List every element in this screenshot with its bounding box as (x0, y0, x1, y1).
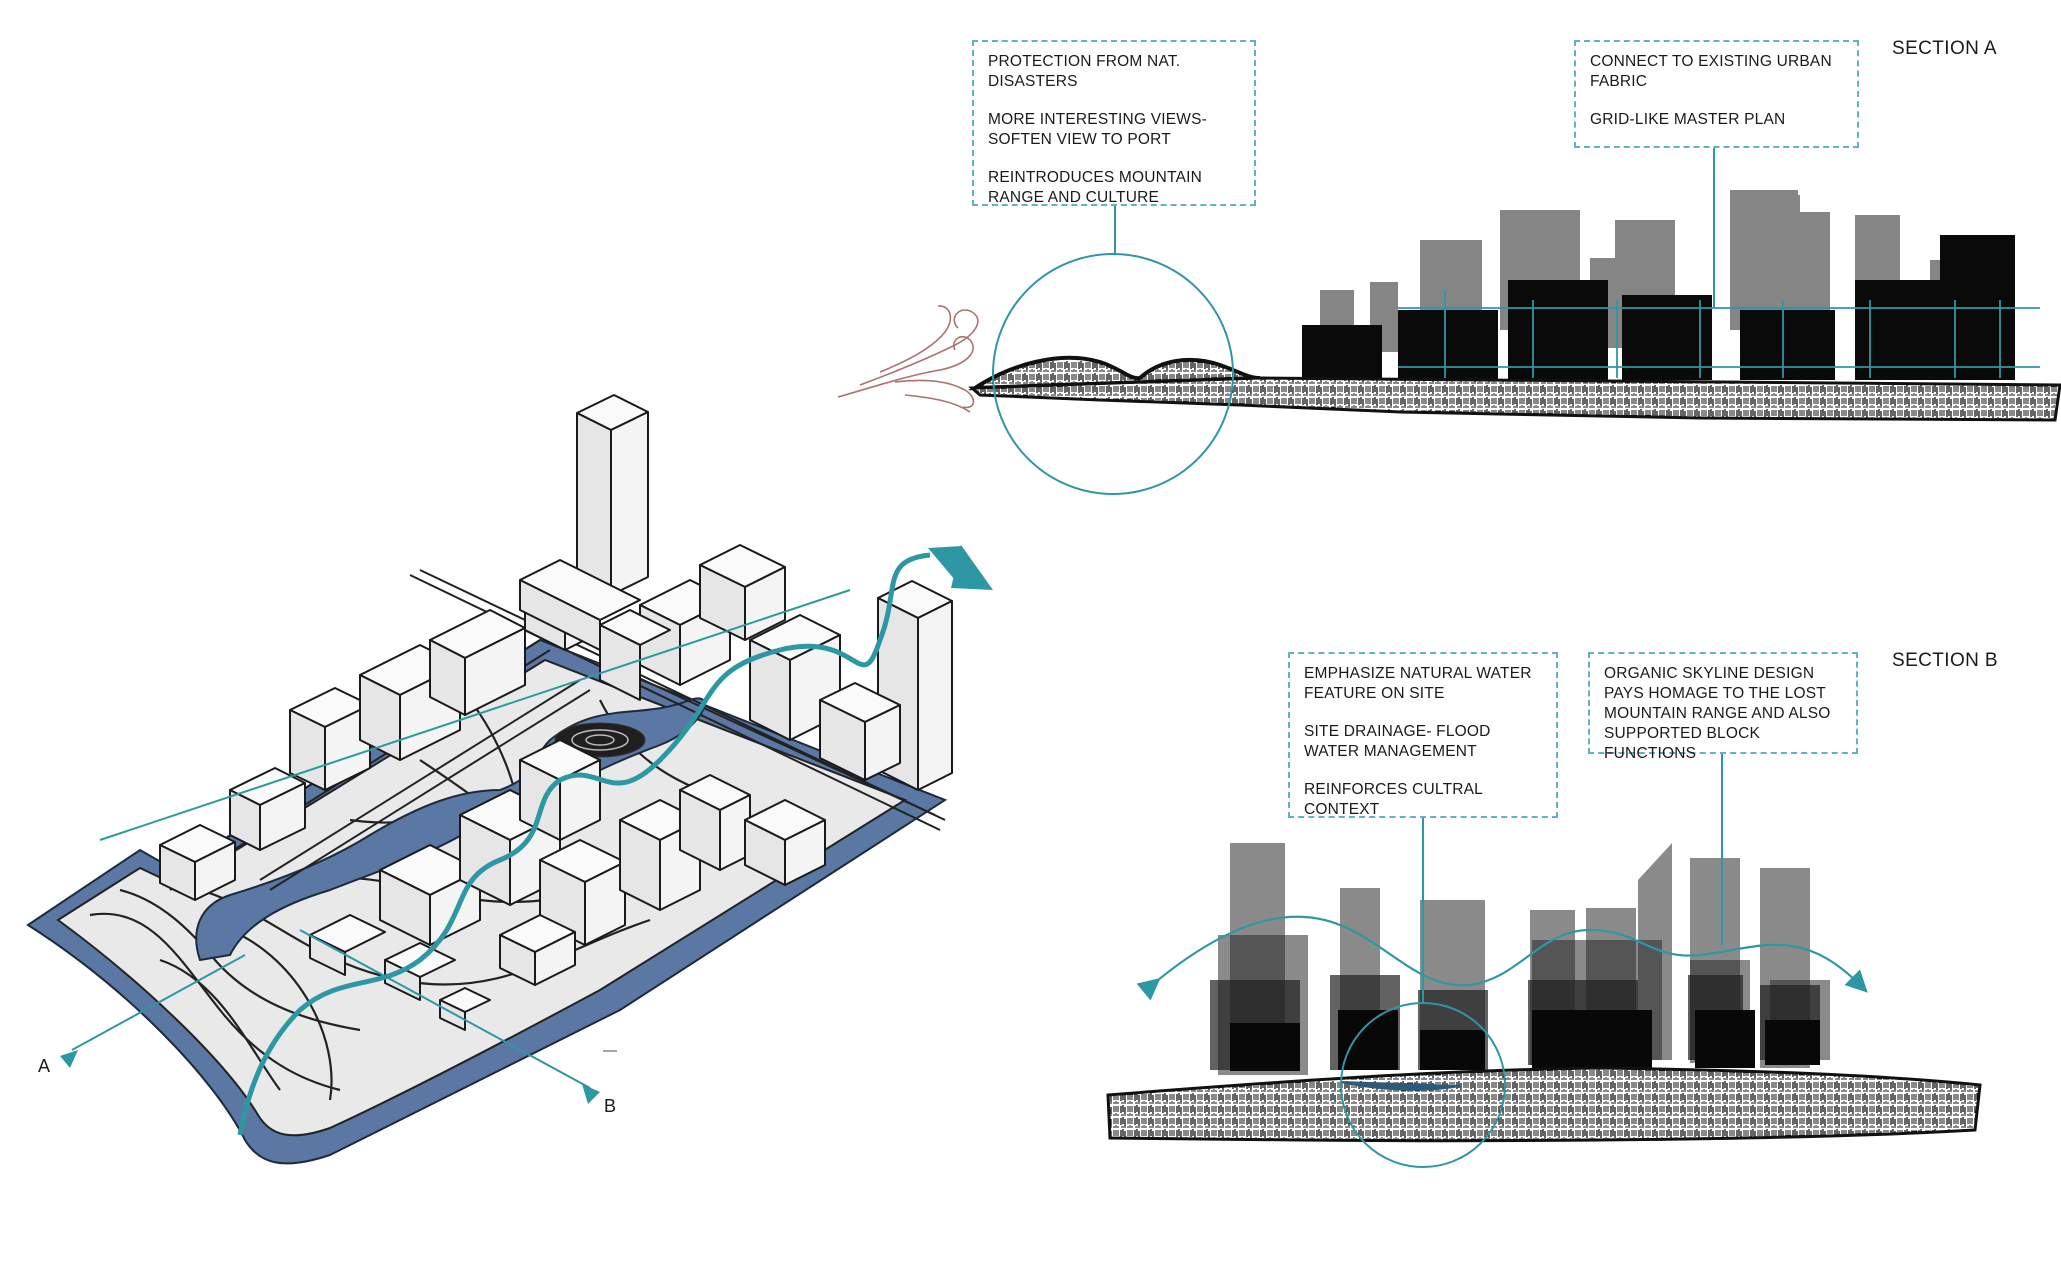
section-b-note-right: ORGANIC SKYLINE DESIGN PAYS HOMAGE TO TH… (1588, 652, 1858, 762)
section-a-note-left: PROTECTION FROM NAT. DISASTERS MORE INTE… (972, 40, 1256, 206)
section-a-drawing (837, 148, 2061, 495)
section-b-water-dip (1339, 1081, 1461, 1091)
master-plan-grid (1398, 290, 2040, 378)
wind-swirl-icon (837, 305, 979, 413)
cut-a-arrow-icon (60, 1050, 78, 1068)
section-b-black-skyline (1230, 1010, 1820, 1071)
note-line: GRID-LIKE MASTER PLAN (1590, 111, 1786, 128)
section-cut-a (60, 589, 851, 1068)
section-a-callout-circle (992, 253, 1234, 495)
section-b-title: SECTION B (1892, 650, 1999, 671)
note-line: CONNECT TO EXISTING URBAN FABRIC (1590, 53, 1832, 90)
section-cut-b (299, 929, 600, 1104)
section-cut-a-label: A (38, 1056, 51, 1076)
note-line: REINTRODUCES MOUNTAIN RANGE AND CULTURE (988, 169, 1203, 206)
section-b-drawing (1106, 752, 1982, 1168)
note-line: MORE INTERESTING VIEWS- SOFTEN VIEW TO P… (988, 111, 1208, 148)
section-a-note-right: CONNECT TO EXISTING URBAN FABRIC GRID-LI… (1574, 40, 1859, 148)
note-line: REINFORCES CULTRAL CONTEXT (1304, 781, 1483, 818)
section-a-ground (968, 376, 2061, 422)
site-ground (56, 658, 908, 1137)
note-line: PROTECTION FROM NAT. DISASTERS (988, 53, 1181, 90)
section-b-skyline-wave (1136, 915, 1868, 1001)
cut-b-arrow-icon (582, 1084, 600, 1104)
note-line: EMPHASIZE NATURAL WATER FEATURE ON SITE (1304, 665, 1532, 702)
note-line: ORGANIC SKYLINE DESIGN PAYS HOMAGE TO TH… (1604, 665, 1831, 762)
flow-arrow-head-icon (928, 546, 962, 580)
section-a-title: SECTION A (1892, 38, 1997, 59)
note-line: SITE DRAINAGE- FLOOD WATER MANAGEMENT (1304, 723, 1491, 760)
axonometric-site-plan (26, 394, 993, 1165)
building-massing (159, 394, 953, 1031)
section-b-note-left: EMPHASIZE NATURAL WATER FEATURE ON SITE … (1288, 652, 1558, 818)
flow-arrow-curve (237, 552, 931, 1136)
section-cut-b-label: B (604, 1096, 617, 1116)
section-b-ground (1106, 1066, 1982, 1143)
